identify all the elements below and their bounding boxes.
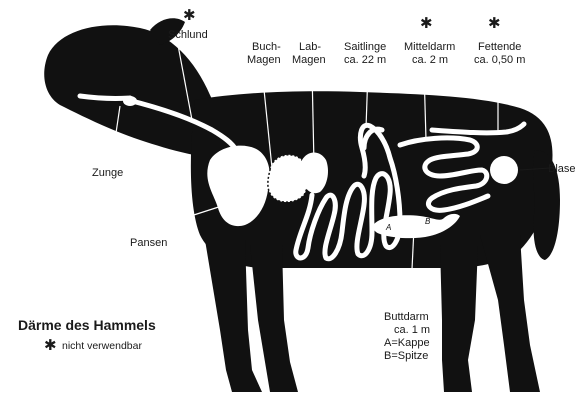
- star-schlund: ✱: [183, 6, 196, 24]
- label-lab-1: Lab-: [299, 41, 321, 53]
- star-markers: ✱ ✱ ✱: [183, 6, 501, 32]
- label-mitteldarm-2: ca. 2 m: [412, 54, 448, 66]
- label-spitze-mark: B: [425, 217, 431, 226]
- bladder-shape: [490, 156, 518, 184]
- label-saitlinge-1: Saitlinge: [344, 41, 386, 53]
- legend-star-text: nicht verwendbar: [62, 340, 142, 352]
- label-schlund: Schlund: [168, 29, 208, 41]
- label-buttdarm-3: A=Kappe: [384, 337, 430, 349]
- label-zunge: Zunge: [92, 167, 123, 179]
- legend-star-icon: ✱: [44, 336, 57, 354]
- sheep-silhouette: [44, 18, 560, 392]
- label-blase: Blase: [548, 163, 576, 175]
- label-saitlinge-2: ca. 22 m: [344, 54, 386, 66]
- label-buch-1: Buch-: [252, 41, 281, 53]
- label-lab-2: Magen: [292, 54, 326, 66]
- tongue-shape: [80, 96, 130, 98]
- label-mitteldarm-1: Mitteldarm: [404, 41, 455, 53]
- diagram-title: Därme des Hammels: [18, 317, 156, 333]
- label-fettende-1: Fettende: [478, 41, 521, 53]
- label-buttdarm-1: Buttdarm: [384, 311, 429, 323]
- sheep-hind-leg-right: [480, 235, 540, 392]
- label-kappe-mark: A: [385, 223, 391, 232]
- star-fettende: ✱: [488, 14, 501, 32]
- sheep-hind-leg-left: [440, 245, 478, 392]
- label-fettende-2: ca. 0,50 m: [474, 54, 525, 66]
- label-buttdarm-2: ca. 1 m: [394, 324, 430, 336]
- legend: Därme des Hammels ✱ nicht verwendbar: [18, 317, 156, 354]
- label-buttdarm-4: B=Spitze: [384, 350, 428, 362]
- label-pansen: Pansen: [130, 237, 167, 249]
- star-mitteldarm: ✱: [420, 14, 433, 32]
- label-buch-2: Magen: [247, 54, 281, 66]
